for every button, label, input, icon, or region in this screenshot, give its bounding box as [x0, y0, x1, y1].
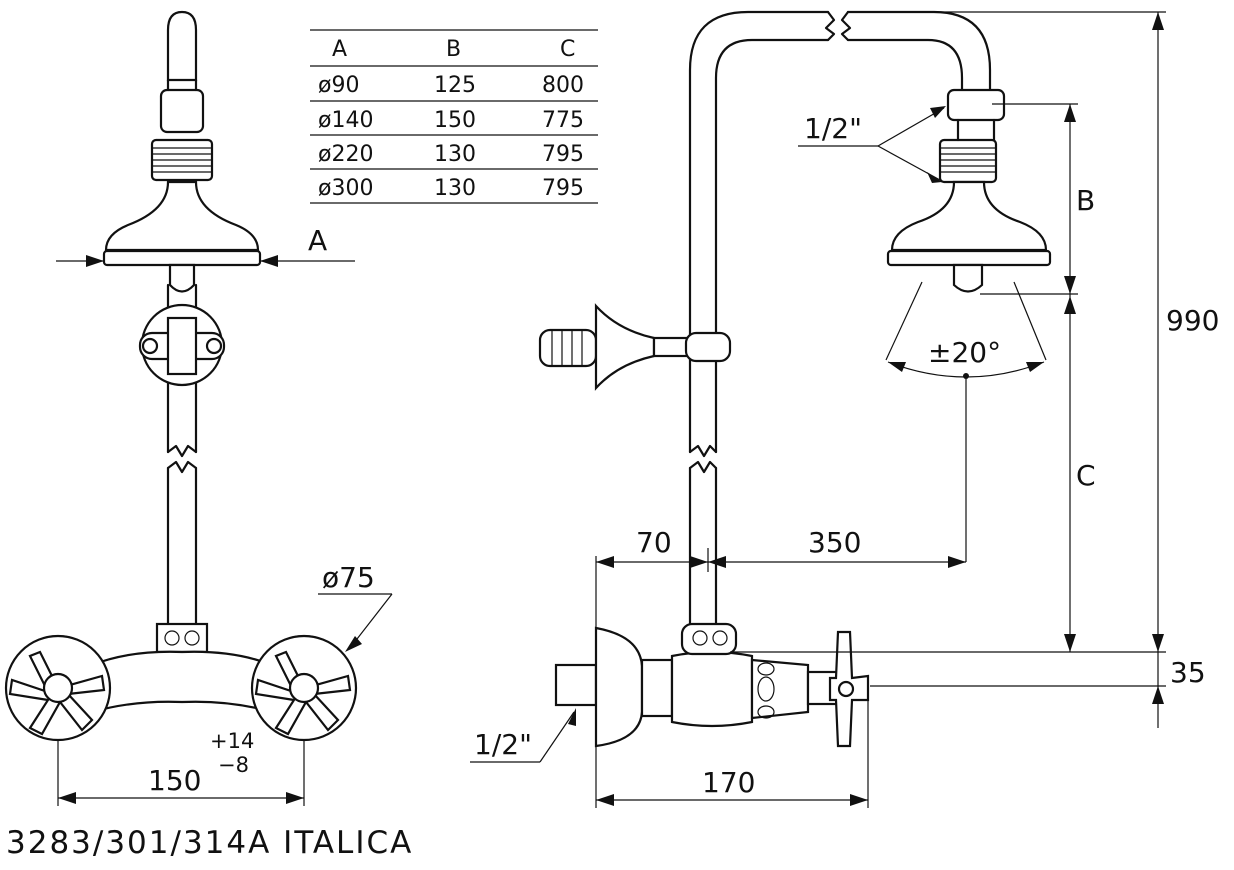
table-cell: ø220	[318, 142, 373, 167]
table-cell: 130	[434, 142, 476, 167]
dim-990-label: 990	[1166, 304, 1219, 337]
tolerance-minus: −8	[218, 753, 249, 777]
table-header-a: A	[332, 37, 347, 62]
dim-35-label: 35	[1170, 656, 1206, 689]
dim-a-label: A	[308, 224, 327, 257]
dim-150-label: 150	[148, 764, 201, 797]
model-title: 3283/301/314A ITALICA	[6, 825, 413, 861]
front-view	[4, 10, 358, 742]
thread-bottom-label: 1/2"	[474, 728, 532, 761]
dim-350-label: 350	[808, 526, 861, 559]
dim-b-label: B	[1076, 184, 1095, 217]
dim-70-label: 70	[636, 526, 672, 559]
table-cell: 795	[542, 176, 584, 201]
tolerance-plus: +14	[210, 729, 254, 753]
side-dimensions: 1/2" B C 990 35 ±20°	[470, 11, 1219, 808]
table-cell: 800	[542, 73, 584, 98]
table-cell: 795	[542, 142, 584, 167]
front-dimensions: A ø75 150 +14 −8	[56, 224, 393, 806]
table-cell: ø140	[318, 108, 373, 133]
table-cell: 130	[434, 176, 476, 201]
dimension-table: A B C ø90 125 800 ø140 150 775 ø220 130 …	[310, 29, 598, 204]
thread-top-label: 1/2"	[804, 112, 862, 145]
dim-c-label: C	[1076, 459, 1096, 492]
table-cell: 125	[434, 73, 476, 98]
table-cell: 150	[434, 108, 476, 133]
table-cell: ø90	[318, 73, 359, 98]
table-cell: 775	[542, 108, 584, 133]
dim-d75-label: ø75	[322, 561, 375, 594]
table-header-b: B	[446, 37, 461, 62]
table-cell: ø300	[318, 176, 373, 201]
angle-label: ±20°	[928, 336, 1001, 369]
table-header-c: C	[560, 37, 575, 62]
side-view	[538, 10, 1052, 748]
dim-170-label: 170	[702, 766, 755, 799]
